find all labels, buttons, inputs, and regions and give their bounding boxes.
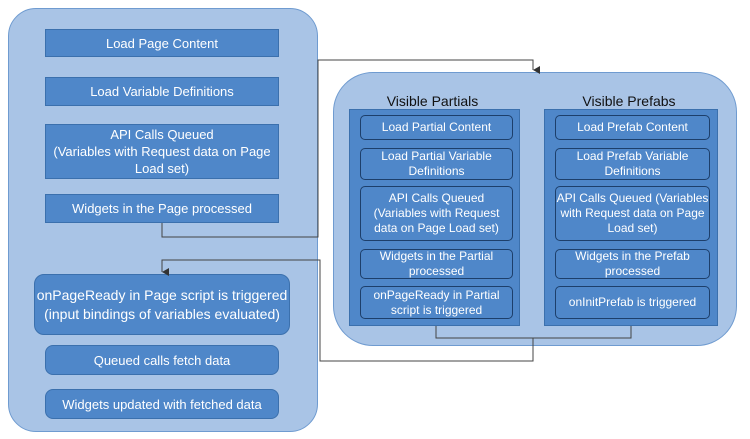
load-prefab-content-step: Load Prefab Content: [555, 115, 710, 140]
load-partial-content-step: Load Partial Content: [360, 115, 513, 140]
partial-api-calls-queued-step: API Calls Queued (Variables with Request…: [360, 186, 513, 241]
load-prefab-variable-definitions-step: Load Prefab Variable Definitions: [555, 148, 710, 180]
load-page-content-step: Load Page Content: [45, 29, 279, 57]
widgets-partial-processed-step: Widgets in the Partial processed: [360, 249, 513, 279]
onpageready-step: onPageReady in Page script is triggered …: [34, 274, 290, 335]
load-partial-variable-definitions-step: Load Partial Variable Definitions: [360, 148, 513, 180]
load-variable-definitions-step: Load Variable Definitions: [45, 77, 279, 106]
prefabs-header: Visible Prefabs: [582, 93, 676, 109]
queued-calls-fetch-step: Queued calls fetch data: [45, 345, 279, 375]
prefab-api-calls-queued-step: API Calls Queued (Variables with Request…: [555, 186, 710, 241]
oninitprefab-step: onInitPrefab is triggered: [555, 286, 710, 319]
widgets-updated-step: Widgets updated with fetched data: [45, 389, 279, 419]
api-calls-queued-step: API Calls Queued (Variables with Request…: [45, 124, 279, 179]
widgets-prefab-processed-step: Widgets in the Prefab processed: [555, 249, 710, 279]
partials-header: Visible Partials: [386, 93, 479, 109]
widgets-page-processed-step: Widgets in the Page processed: [45, 194, 279, 223]
onpageready-partial-step: onPageReady in Partial script is trigger…: [360, 286, 513, 319]
